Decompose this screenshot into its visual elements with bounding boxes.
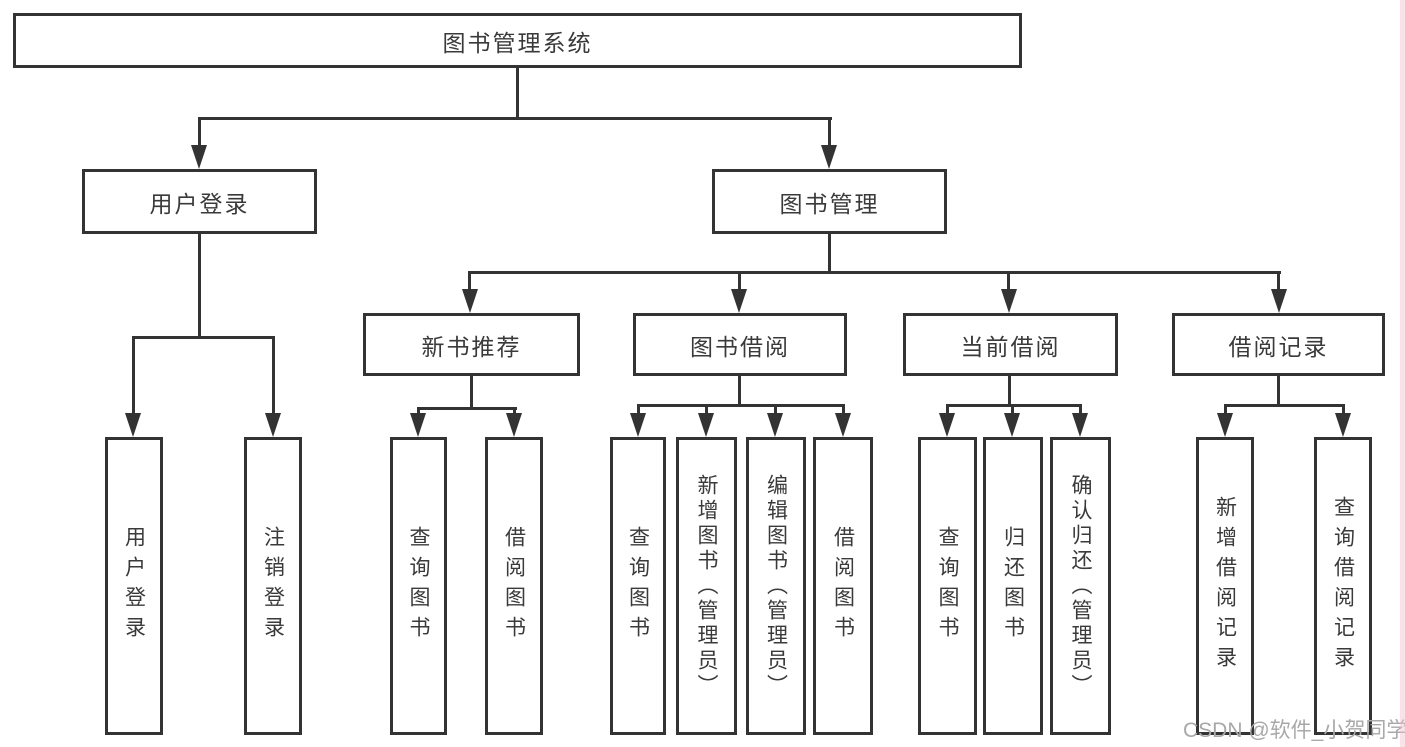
leaf-query-borrow-record: 查询借阅记录: [1314, 437, 1372, 735]
node-borrow-records: 借阅记录: [1172, 313, 1385, 376]
arrowhead-to-br-query: [1335, 413, 1351, 437]
node-current-borrow: 当前借阅: [903, 313, 1118, 376]
node-book-borrow: 图书借阅: [633, 313, 847, 376]
connector-br-query-shaft: [1342, 404, 1345, 416]
arrowhead-to-borrow: [731, 289, 747, 313]
leaf-borrow-book: 借阅图书: [813, 437, 873, 735]
connector-cb-query-shaft: [946, 404, 949, 416]
connector-br-add-shaft: [1224, 404, 1227, 416]
connector-borrow-shaft: [738, 271, 741, 291]
connector-root-stem: [516, 68, 519, 120]
arrowhead-to-leaf-logout: [265, 413, 281, 437]
right-edge-tint: [1400, 0, 1405, 747]
leaf-return-book: 归还图书: [983, 437, 1043, 735]
arrowhead-to-bb-edit: [767, 413, 783, 437]
arrowhead-to-records: [1271, 289, 1287, 313]
arrowhead-to-cb-return: [1004, 413, 1020, 437]
connector-records-stem: [1277, 376, 1280, 407]
connector-user-login-span: [132, 336, 275, 339]
leaf-user-login: 用户登录: [105, 437, 163, 735]
connector-user-login-stem: [198, 234, 201, 339]
connector-book-mgmt-stem: [828, 234, 831, 273]
connector-current-span: [946, 404, 1082, 407]
connector-newbook-shaft: [468, 271, 471, 291]
arrowhead-to-nb-query: [410, 413, 426, 437]
connector-bb-borrow-shaft: [842, 404, 845, 416]
leaf-logout: 注销登录: [244, 437, 302, 735]
node-root: 图书管理系统: [13, 13, 1022, 68]
arrowhead-to-cb-query: [939, 413, 955, 437]
arrowhead-to-book-mgmt: [821, 145, 837, 169]
connector-newbook-stem: [470, 376, 473, 410]
leaf-confirm-return-admin: 确认归还（管理员）: [1050, 437, 1111, 735]
arrowhead-to-leaf-login: [125, 413, 141, 437]
connector-bb-query-shaft: [637, 404, 640, 416]
leaf-edit-book-admin: 编辑图书（管理员）: [746, 437, 806, 735]
connector-leaf-logout-shaft: [272, 336, 275, 416]
connector-records-shaft: [1277, 271, 1280, 291]
connector-nb-query-shaft: [417, 407, 420, 417]
arrowhead-to-bb-query: [630, 413, 646, 437]
connector-root-span: [198, 117, 832, 120]
node-user-login: 用户登录: [82, 169, 317, 234]
connector-cb-return-shaft: [1011, 404, 1014, 416]
arrowhead-to-nb-borrow: [506, 413, 522, 437]
node-new-book-recommend: 新书推荐: [363, 313, 580, 376]
connector-user-login-shaft: [198, 117, 201, 148]
leaf-borrow-book-newrec: 借阅图书: [485, 437, 543, 735]
connector-cb-confirm-shaft: [1079, 404, 1082, 416]
arrowhead-to-bb-add: [698, 413, 714, 437]
csdn-watermark: CSDN @软件_小贺同学: [1183, 719, 1405, 742]
arrowhead-to-current: [1001, 289, 1017, 313]
connector-leaf-login-shaft: [132, 336, 135, 416]
arrowhead-to-newbook: [462, 289, 478, 313]
arrowhead-to-bb-borrow: [835, 413, 851, 437]
leaf-add-borrow-record: 新增借阅记录: [1196, 437, 1254, 735]
connector-current-shaft: [1007, 271, 1010, 291]
arrowhead-to-br-add: [1217, 413, 1233, 437]
arrowhead-to-user-login: [191, 145, 207, 169]
connector-nb-borrow-shaft: [513, 407, 516, 417]
connector-bb-add-shaft: [705, 404, 708, 416]
connector-newbook-span: [417, 407, 517, 410]
leaf-query-book-current: 查询图书: [918, 437, 977, 735]
connector-borrow-span: [637, 404, 845, 407]
connector-bb-edit-shaft: [774, 404, 777, 416]
leaf-query-book-borrow: 查询图书: [610, 437, 666, 735]
connector-borrow-stem: [738, 376, 741, 407]
node-book-management: 图书管理: [712, 169, 947, 234]
arrowhead-to-cb-confirm: [1072, 413, 1088, 437]
connector-book-mgmt-shaft: [828, 117, 831, 148]
leaf-query-book-newrec: 查询图书: [390, 437, 447, 735]
connector-book-mgmt-span: [468, 271, 1281, 274]
connector-current-stem: [1008, 376, 1011, 407]
leaf-add-book-admin: 新增图书（管理员）: [676, 437, 737, 735]
connector-records-span: [1224, 404, 1345, 407]
